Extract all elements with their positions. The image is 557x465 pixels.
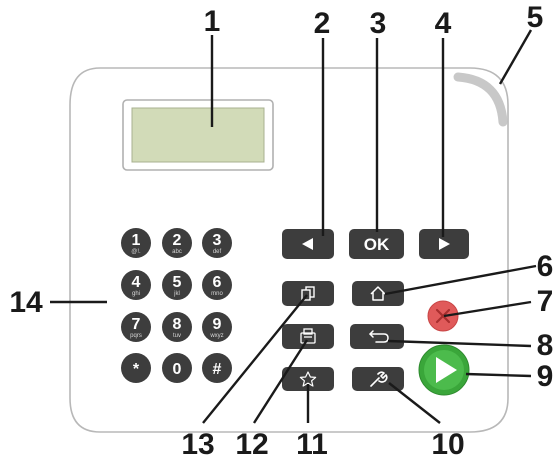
keypad-key-star[interactable]: * [121, 353, 151, 383]
left-arrow-icon [302, 238, 313, 250]
home-button[interactable] [352, 281, 404, 306]
callout-numbers: 1 2 3 4 5 6 7 8 9 10 11 12 13 14 [9, 1, 553, 461]
callout-9: 9 [537, 360, 554, 393]
keypad-key-letters: pqrs [130, 333, 142, 339]
star-icon [299, 371, 317, 387]
keypad-key-body [202, 228, 232, 258]
left-arrow-button[interactable] [282, 229, 334, 259]
copy-button[interactable] [282, 281, 334, 306]
keypad-key-body [162, 312, 192, 342]
keypad-key-letters: def [213, 249, 222, 255]
keypad-key-body [162, 228, 192, 258]
keypad-key-digit: 1 [132, 232, 141, 249]
keypad-key-digit: 4 [132, 274, 141, 291]
back-icon [369, 330, 389, 343]
callout-2: 2 [314, 7, 331, 40]
keypad-key-digit: # [213, 361, 222, 378]
back-button[interactable] [350, 324, 404, 349]
wrench-icon [370, 371, 388, 387]
callout-3: 3 [370, 7, 387, 40]
callout-10: 10 [431, 428, 464, 461]
callout-14: 14 [9, 286, 43, 319]
callout-12: 12 [235, 428, 268, 461]
keypad-key-digit: 7 [132, 316, 141, 333]
keypad-key-letters: jkl [173, 291, 180, 297]
fax-button[interactable] [282, 324, 334, 349]
keypad-key-digit: 9 [213, 316, 222, 333]
callout-8: 8 [537, 329, 554, 362]
keypad-key-letters: tuv [173, 333, 181, 339]
callout-4: 4 [435, 7, 452, 40]
callout-13: 13 [181, 428, 214, 461]
ok-label: OK [364, 235, 390, 254]
keypad-key-letters: wxyz [209, 333, 223, 339]
keypad-key-letters: abc [172, 249, 182, 255]
cancel-x-icon [435, 308, 451, 324]
keypad-key-letters: ghi [132, 291, 140, 297]
keypad-key-letters: @!. [131, 249, 141, 255]
fax-icon [300, 328, 316, 344]
callout-7: 7 [537, 285, 554, 318]
keypad-key-body [121, 353, 151, 383]
display-screen [131, 107, 265, 163]
right-arrow-button[interactable] [419, 229, 469, 259]
home-icon [370, 286, 386, 301]
ok-button[interactable]: OK [349, 229, 404, 259]
callout-6: 6 [537, 250, 554, 283]
keypad-key-letters: mno [211, 291, 223, 297]
keypad-key-body [121, 228, 151, 258]
favorites-button[interactable] [282, 367, 334, 391]
callout-5: 5 [527, 1, 544, 34]
callout-11: 11 [296, 428, 328, 461]
keypad-key-digit: 3 [213, 232, 222, 249]
keypad-key-digit: 2 [173, 232, 182, 249]
indicator-light [453, 72, 508, 127]
keypad-key-body [121, 270, 151, 300]
keypad-key-digit: 5 [173, 274, 182, 291]
keypad-key-body [162, 353, 192, 383]
callout-lines [50, 29, 537, 424]
start-button[interactable] [418, 344, 470, 396]
keypad-key-body [162, 270, 192, 300]
keypad-key-digit: * [133, 361, 140, 378]
keypad-key-digit: 8 [173, 316, 182, 333]
numeric-keypad: 1@!.2abc3def4ghi5jkl6mno7pqrs8tuv9wxyz*0… [121, 228, 232, 383]
play-icon [436, 357, 457, 383]
keypad-key-digit: 6 [213, 274, 222, 291]
keypad-key-body [121, 312, 151, 342]
keypad-key-body [202, 353, 232, 383]
keypad-key-body [202, 270, 232, 300]
keypad-key-1[interactable]: 1@!. [121, 228, 151, 258]
callout-1: 1 [204, 5, 221, 38]
keypad-key-body [202, 312, 232, 342]
keypad-key-digit: 0 [173, 361, 182, 378]
keypad-key-0[interactable]: 0 [162, 353, 192, 383]
right-arrow-icon [439, 238, 450, 250]
keypad-key-hash[interactable]: # [202, 353, 232, 383]
stop-button[interactable] [427, 300, 459, 332]
